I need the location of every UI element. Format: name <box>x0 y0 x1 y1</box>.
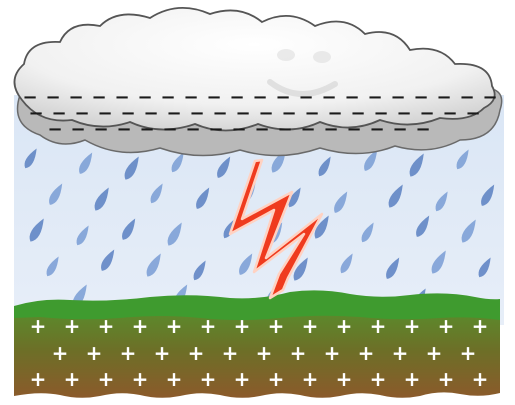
negative-charge-symbol: − <box>346 119 361 140</box>
positive-charge-symbol: + <box>86 341 103 365</box>
positive-charge-symbol: + <box>268 314 285 338</box>
positive-charge-symbol: + <box>234 314 251 338</box>
positive-charge-symbol: + <box>30 367 47 391</box>
negative-charge-symbol: − <box>162 119 177 140</box>
negative-charge-symbol: − <box>465 103 480 124</box>
negative-charge-symbol: − <box>482 87 497 108</box>
positive-charge-symbol: + <box>154 341 171 365</box>
negative-charge-symbol: − <box>70 119 85 140</box>
negative-charge-symbol: − <box>277 119 292 140</box>
positive-charge-symbol: + <box>64 367 81 391</box>
negative-charge-symbol: − <box>139 119 154 140</box>
positive-charge-symbol: + <box>404 314 421 338</box>
positive-charge-symbol: + <box>120 341 137 365</box>
positive-charge-symbol: + <box>234 367 251 391</box>
negative-charge-symbol: − <box>93 119 108 140</box>
negative-charge-symbol: − <box>185 119 200 140</box>
negative-charge-symbol: − <box>47 119 62 140</box>
negative-charge-symbol: − <box>116 119 131 140</box>
positive-charge-symbol: + <box>268 367 285 391</box>
positive-charge-symbol: + <box>30 314 47 338</box>
positive-charge-symbol: + <box>256 341 273 365</box>
cloud-eye-right <box>313 51 331 63</box>
negative-charge-symbol: − <box>323 119 338 140</box>
positive-charge-symbol: + <box>370 367 387 391</box>
positive-charge-symbol: + <box>472 314 489 338</box>
positive-charge-symbol: + <box>64 314 81 338</box>
positive-charge-symbol: + <box>324 341 341 365</box>
positive-charge-symbol: + <box>438 367 455 391</box>
positive-charge-symbol: + <box>438 314 455 338</box>
positive-charge-symbol: + <box>222 341 239 365</box>
negative-charge-symbol: − <box>300 119 315 140</box>
positive-charge-symbol: + <box>358 341 375 365</box>
positive-charge-symbol: + <box>166 314 183 338</box>
negative-charge-symbol: − <box>415 119 430 140</box>
negative-charge-symbol: − <box>254 119 269 140</box>
negative-charge-symbol: − <box>231 119 246 140</box>
negative-charge-symbol: − <box>28 103 43 124</box>
positive-charge-symbol: + <box>404 367 421 391</box>
positive-charge-symbol: + <box>98 367 115 391</box>
positive-charge-symbol: + <box>426 341 443 365</box>
positive-charge-symbol: + <box>200 314 217 338</box>
positive-charge-symbol: + <box>336 314 353 338</box>
positive-charge-symbol: + <box>392 341 409 365</box>
positive-charge-symbol: + <box>200 367 217 391</box>
positive-charge-symbol: + <box>472 367 489 391</box>
positive-charge-symbol: + <box>52 341 69 365</box>
negative-charge-symbol: − <box>369 119 384 140</box>
positive-charge-symbol: + <box>188 341 205 365</box>
positive-charge-symbol: + <box>166 367 183 391</box>
negative-charge-symbol: − <box>392 119 407 140</box>
negative-charge-symbol: − <box>208 119 223 140</box>
positive-charge-symbol: + <box>302 367 319 391</box>
cloud-eye-left <box>277 49 295 61</box>
positive-charge-symbol: + <box>370 314 387 338</box>
positive-charge-symbol: + <box>336 367 353 391</box>
positive-charge-symbol: + <box>98 314 115 338</box>
positive-charge-symbol: + <box>460 341 477 365</box>
positive-charge-symbol: + <box>132 314 149 338</box>
positive-charge-symbol: + <box>302 314 319 338</box>
positive-charge-symbol: + <box>290 341 307 365</box>
positive-charge-symbol: + <box>132 367 149 391</box>
negative-charge-symbol: − <box>442 103 457 124</box>
